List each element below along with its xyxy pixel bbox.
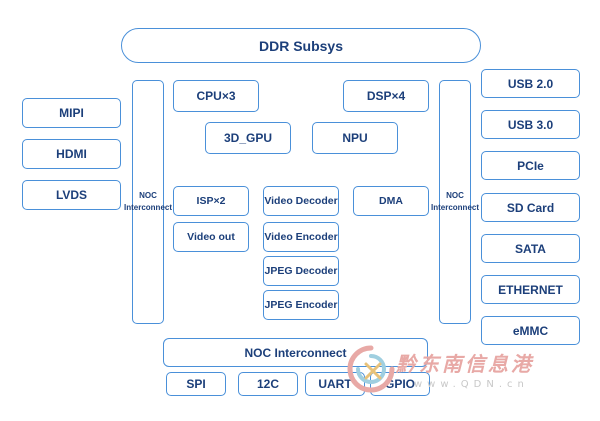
cpu-block: CPU×3 bbox=[173, 80, 259, 112]
lvds-block: LVDS bbox=[22, 180, 121, 210]
ethernet-block: ETHERNET bbox=[481, 275, 580, 304]
i2c-block: 12C bbox=[238, 372, 298, 396]
noc-interconnect-left: NOC Interconnect bbox=[124, 80, 172, 324]
watermark: 黔东南信息港 www.QDN.cn bbox=[344, 342, 574, 402]
npu-block: NPU bbox=[312, 122, 398, 154]
noc-interconnect-right: NOC Interconnect bbox=[431, 80, 479, 324]
noc-interconnect-bottom: NOC Interconnect bbox=[163, 338, 428, 367]
video-decoder-block: Video Decoder bbox=[263, 186, 339, 216]
ddr-subsys-block: DDR Subsys bbox=[121, 28, 481, 63]
mipi-block: MIPI bbox=[22, 98, 121, 128]
dsp-block: DSP×4 bbox=[343, 80, 429, 112]
emmc-block: eMMC bbox=[481, 316, 580, 345]
dma-block: DMA bbox=[353, 186, 429, 216]
hdmi-block: HDMI bbox=[22, 139, 121, 169]
pcie-block: PCIe bbox=[481, 151, 580, 180]
sata-block: SATA bbox=[481, 234, 580, 263]
usb3-block: USB 3.0 bbox=[481, 110, 580, 139]
jpeg-decoder-block: JPEG Decoder bbox=[263, 256, 339, 286]
watermark-url: www.QDN.cn bbox=[414, 379, 529, 390]
gpu-block: 3D_GPU bbox=[205, 122, 291, 154]
sd-card-block: SD Card bbox=[481, 193, 580, 222]
usb2-block: USB 2.0 bbox=[481, 69, 580, 98]
video-encoder-block: Video Encoder bbox=[263, 222, 339, 252]
watermark-logo-icon bbox=[347, 345, 395, 393]
watermark-chinese-text: 黔东南信息港 bbox=[396, 352, 534, 376]
spi-block: SPI bbox=[166, 372, 226, 396]
jpeg-encoder-block: JPEG Encoder bbox=[263, 290, 339, 320]
video-out-block: Video out bbox=[173, 222, 249, 252]
isp-block: ISP×2 bbox=[173, 186, 249, 216]
